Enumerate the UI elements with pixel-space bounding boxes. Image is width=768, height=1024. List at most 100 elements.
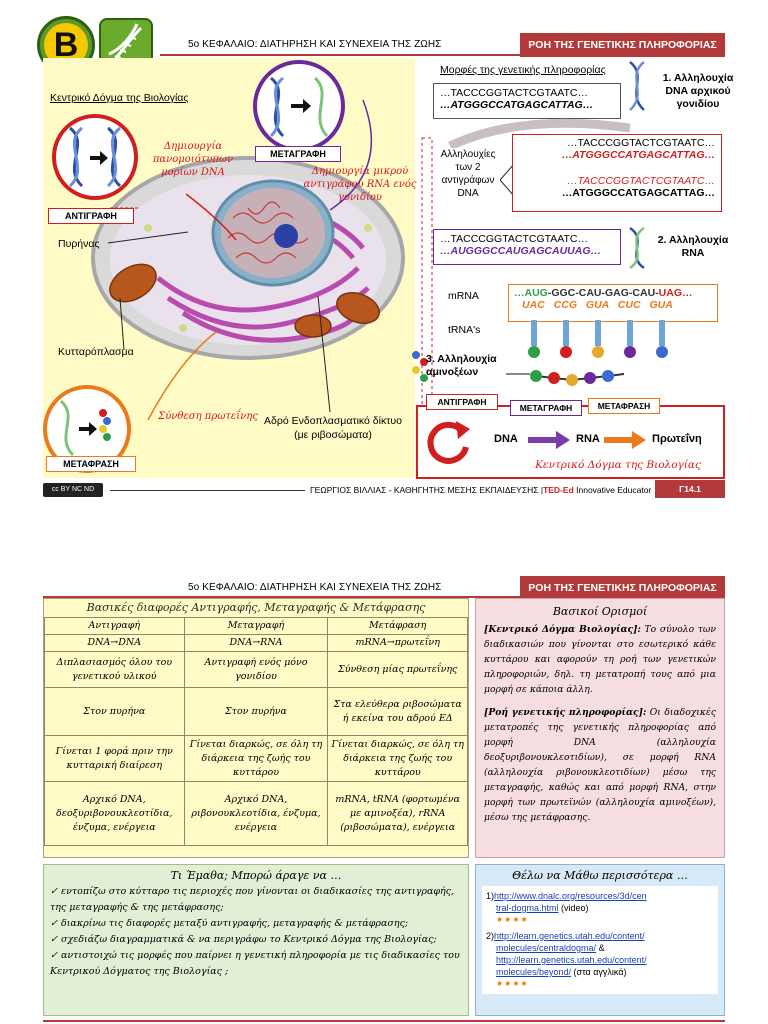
comparison-panel: Βασικές διαφορές Αντιγραφής, Μεταγραφής …: [43, 598, 469, 858]
cell-illustration: [91, 156, 405, 360]
page-1: B 5ο ΚΕΦΑΛΑΙΟ: ΔΙΑΤΗΡΗΣΗ ΚΑΙ ΣΥΝΕΧΕΙΑ ΤΗ…: [0, 0, 768, 500]
check-icon: ✓: [50, 886, 61, 897]
flow-caption: Κεντρικό Δόγμα της Βιολογίας: [535, 459, 701, 471]
links-box: 1)http://www.dnalc.org/resources/3d/cen …: [482, 886, 718, 994]
flow-tag-replication: ΑΝΤΙΓΡΑΦΗ: [426, 394, 498, 410]
form2-label: 2. Αλληλουχία RNA: [657, 234, 729, 259]
translation-label: ΜΕΤΑΦΡΑΣΗ: [46, 456, 136, 472]
learn-more-panel: Θέλω να Μάθω περισσότερα … 1)http://www.…: [475, 864, 725, 1016]
replication-note: Δημιουργία πανομοιότυπων μορίων DNA: [152, 141, 234, 178]
link-2-url-cont[interactable]: molecules/centraldogma/: [496, 943, 597, 953]
definitions-title: Βασικοί Ορισμοί: [552, 605, 648, 618]
table-cell: Στα ελεύθερα ριβοσώματα ή εκείνα του αδρ…: [327, 687, 468, 736]
form3-label: 3. Αλληλουχία αμινοξέων: [426, 353, 497, 378]
copies-label: Αλληλουχίες των 2 αντιγράφων DNA: [440, 149, 496, 199]
definition-2: [Ροή γενετικής πληροφορίας]: Οι διαδοχικ…: [484, 707, 716, 823]
page-2: 5ο ΚΕΦΑΛΑΙΟ: ΔΙΑΤΗΡΗΣΗ ΚΑΙ ΣΥΝΕΧΕΙΑ ΤΗΣ …: [0, 560, 768, 1024]
check-icon: ✓: [50, 950, 61, 961]
table-cell: Γίνεται διαρκώς, σε όλη τη διάρκεια της …: [183, 735, 329, 782]
transcription-icon: [269, 76, 329, 138]
table-row: Αρχικό DNA, δεοξυριβονουκλεοτίδια, ένζυμ…: [44, 781, 468, 846]
replication-circle: [52, 114, 138, 200]
transcription-note: Δημιουργία μικρού αντιγράφου RNA ενός γο…: [303, 166, 417, 203]
header-title: 5ο ΚΕΦΑΛΑΙΟ: ΔΙΑΤΗΡΗΣΗ ΚΑΙ ΣΥΝΕΧΕΙΑ ΤΗΣ …: [188, 582, 442, 593]
transcription-circle: [253, 60, 345, 152]
header-tag: ΡΟΗ ΤΗΣ ΓΕΝΕΤΙΚΗΣ ΠΛΗΡΟΦΟΡΙΑΣ: [520, 33, 725, 57]
copy2-top: …TACCCGGTACTCGTAATC…: [567, 175, 715, 187]
link-1-url-cont[interactable]: tral-dogma.html: [496, 903, 559, 913]
learned-item: ✓ αντιστοιχώ τις μορφές που παίρνει η γε…: [50, 950, 460, 977]
amino-acid-chain: [506, 370, 625, 386]
link-2-url[interactable]: http://learn.genetics.utah.edu/content/: [494, 931, 645, 941]
table-cell: Αρχικό DNA, δεοξυριβονουκλεοτίδια, ένζυμ…: [44, 781, 185, 846]
translation-note: Σύνθεση πρωτεΐνης: [158, 411, 258, 422]
link-3-url[interactable]: http://learn.genetics.utah.edu/content/: [496, 955, 647, 965]
left-title: Κεντρικό Δόγμα της Βιολογίας: [50, 92, 189, 104]
translation-icon: [59, 399, 111, 457]
copy2-bottom: …ATGGGCCATGAGCATTAG…: [561, 187, 715, 199]
logo-letter: B: [53, 25, 79, 64]
copy1-bottom: …ATGGGCCATGAGCATTAG…: [561, 149, 715, 161]
header-title: 5ο ΚΕΦΑΛΑΙΟ: ΔΙΑΤΗΡΗΣΗ ΚΑΙ ΣΥΝΕΧΕΙΑ ΤΗΣ …: [188, 39, 442, 50]
copy1-top: …TACCCGGTACTCGTAATC…: [567, 137, 715, 149]
mrna-stop: UAG…: [658, 287, 693, 299]
footer-divider: [43, 1020, 725, 1022]
dna-bottom-strand: …ATGGGCCATGAGCATTAG…: [440, 99, 594, 111]
link-2: 2)http://learn.genetics.utah.edu/content…: [486, 930, 714, 990]
definitions-panel: Βασικοί Ορισμοί [Κεντρικό Δόγμα Βιολογία…: [475, 598, 725, 858]
central-dogma-box: DNA RNA Πρωτεΐνη Κεντρικό Δόγμα της Βιολ…: [416, 405, 725, 479]
cc-badge: cc BY NC ND: [43, 483, 103, 497]
table-cell: Γίνεται 1 φορά πριν την κυτταρική διαίρε…: [44, 735, 185, 782]
mrna-start: …AUG: [514, 287, 548, 299]
dna-helix-icon-1: [629, 61, 645, 111]
table-cell: Γίνεται διαρκώς, σε όλη τη διάρκεια της …: [327, 735, 468, 782]
transcription-label: ΜΕΤΑΓΡΑΦΗ: [255, 146, 341, 162]
col-header: Μεταγραφή: [183, 617, 329, 635]
table-row: Διπλασιασμός όλου του γενετικού υλικού Α…: [44, 651, 468, 688]
learn-more-title: Θέλω να Μάθω περισσότερα …: [512, 869, 688, 882]
link-3-url-cont[interactable]: molecules/beyond/: [496, 967, 572, 977]
check-icon: ✓: [50, 934, 61, 945]
table-cell: Στον πυρήνα: [44, 687, 185, 736]
nucleus-label: Πυρήνας: [58, 238, 100, 250]
flow-tag-translation: ΜΕΤΑΦΡΑΣΗ: [588, 398, 660, 414]
col-header: Μετάφραση: [327, 617, 468, 635]
copies-box: …TACCCGGTACTCGTAATC… …ATGGGCCATGAGCATTAG…: [512, 134, 722, 212]
replication-label: ΑΝΤΙΓΡΑΦΗ: [48, 208, 134, 224]
dna-top-strand: …TACCCGGTACTCGTAATC…: [440, 87, 588, 99]
cycle-icon: [427, 421, 470, 464]
table-header-row: Αντιγραφή Μεταγραφή Μετάφραση: [44, 617, 468, 635]
table-cell: Στον πυρήνα: [183, 687, 329, 736]
flow-protein: Πρωτεΐνη: [652, 433, 702, 445]
mrna-box: …AUG-GGC-CAU-GAG-CAU-UAG… UAC CCG GUA CU…: [508, 284, 718, 322]
replication-arrow: [448, 118, 631, 148]
definition-1: [Κεντρικό Δόγμα Βιολογίας]: Το σύνολο τω…: [484, 624, 716, 695]
table-cell: Αντιγραφή ενός μόνο γονιδίου: [183, 651, 329, 688]
link-1-url[interactable]: http://www.dnalc.org/resources/3d/cen: [494, 891, 647, 901]
footer-divider: [110, 490, 305, 491]
amino-acid-cluster: [412, 351, 428, 382]
table-cell: mRNA→πρωτεΐνη: [327, 634, 468, 652]
mrna-label: mRNA: [448, 290, 479, 302]
anticodons: UAC CCG GUA CUC GUA: [522, 299, 673, 311]
footer-page: Γ14.1: [655, 480, 725, 498]
arrow-right-icon: [604, 431, 646, 449]
rna-strand: …AUGGGCCAUGAGCAUUAG…: [440, 245, 601, 257]
rating-stars: ★★★★: [496, 979, 529, 988]
flow-rna: RNA: [576, 433, 600, 445]
cc-label: cc BY NC ND: [51, 486, 95, 493]
header-divider: [160, 54, 725, 56]
learned-item: ✓ σχεδιάζω διαγραμματικά & να περιγράφω …: [50, 934, 437, 945]
table-cell: DNA→RNA: [183, 634, 329, 652]
rating-stars: ★★★★: [496, 915, 529, 924]
col-header: Αντιγραφή: [44, 617, 185, 635]
learned-panel: Τι Έμαθα; Μπορώ άραγε να … ✓ εντοπίζω στ…: [43, 864, 469, 1016]
rna-box: …TACCCGGTACTCGTAATC… …AUGGGCCAUGAGCAUUAG…: [433, 229, 621, 265]
table-cell: DNA→DNA: [44, 634, 185, 652]
er-label: Αδρό Ενδοπλασματικό δίκτυο (με ριβοσώματ…: [264, 415, 402, 441]
form1-label: 1. Αλληλουχία DNA αρχικού γονιδίου: [662, 72, 734, 110]
learned-item: ✓ διακρίνω τις διαφορές μεταξύ αντιγραφή…: [50, 918, 409, 929]
trna-molecules: [528, 320, 668, 358]
footer-author: ΓΕΩΡΓΙΟΣ ΒΙΛΛΙΑΣ - ΚΑΘΗΓΗΤΗΣ ΜΕΣΗΣ ΕΚΠΑΙ…: [310, 485, 652, 495]
table-row: DNA→DNA DNA→RNA mRNA→πρωτεΐνη: [44, 634, 468, 652]
